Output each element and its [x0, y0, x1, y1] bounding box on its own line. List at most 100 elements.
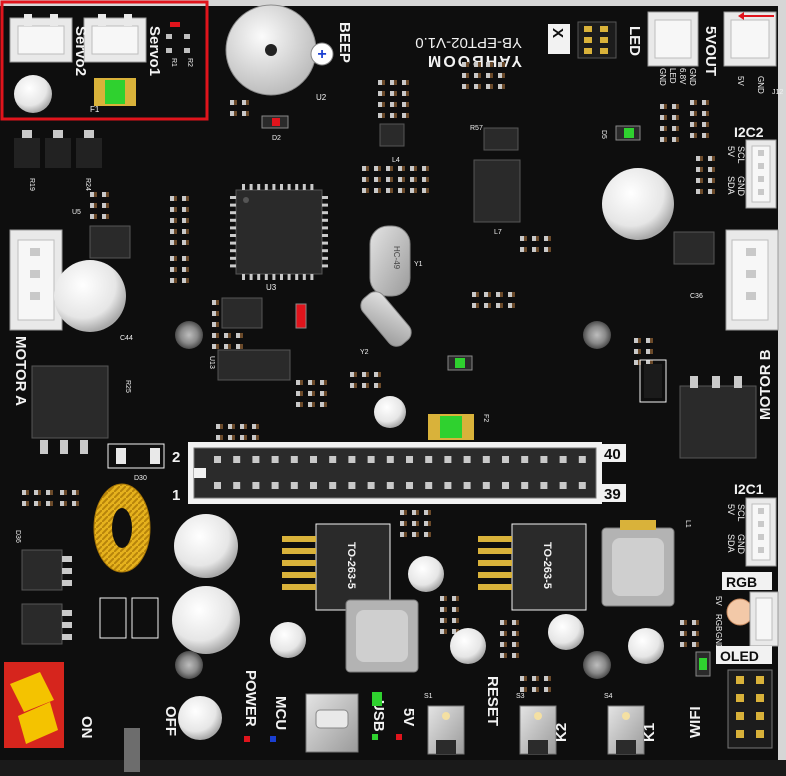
smd-pad: [692, 642, 696, 647]
smd-body: [246, 111, 249, 116]
smd-body: [312, 402, 315, 407]
smd-body: [240, 344, 243, 349]
smd-pad: [702, 111, 706, 116]
smd-pad: [102, 203, 106, 208]
smd-body: [694, 111, 697, 116]
smd-body: [378, 177, 381, 182]
smd-pad: [402, 113, 406, 118]
ic-motor-driver-a: [89, 225, 131, 259]
smd-body: [706, 133, 709, 138]
motor-b-connector[interactable]: [725, 229, 779, 331]
mcu-pin: [322, 196, 328, 199]
board-model: YB-EPT02-V1.0: [415, 34, 522, 51]
smd-body: [232, 435, 235, 440]
led-label: LED: [626, 26, 643, 56]
smd-body: [216, 311, 219, 316]
motor-a-connector[interactable]: [9, 229, 63, 331]
smd-pad: [362, 372, 366, 377]
switch-actuator[interactable]: [124, 728, 140, 772]
inductor-l3: [345, 599, 419, 673]
smd-pad: [182, 196, 186, 201]
off-label: OFF: [162, 706, 179, 736]
mcu-pin: [249, 274, 253, 280]
smd-pad: [440, 629, 444, 634]
smd-body: [536, 687, 539, 692]
gpio-header-pins: [214, 456, 586, 489]
smd-body: [106, 214, 109, 219]
smd-pad: [374, 372, 378, 377]
servo2-label: Servo2: [72, 26, 89, 76]
rgb-led: [726, 598, 754, 626]
smd-pad: [544, 236, 548, 241]
smd-pad: [22, 501, 26, 506]
smd-pad: [170, 207, 174, 212]
to263-left-label: TO-263-5: [345, 542, 357, 589]
gpio-pin: [310, 456, 317, 463]
gpio-pin: [310, 482, 317, 489]
smd-pad: [60, 501, 64, 506]
smd-body: [414, 177, 417, 182]
ref-d5: D5: [600, 130, 607, 139]
rgb-connector[interactable]: [749, 591, 779, 647]
fivevout-connector[interactable]: [723, 11, 777, 67]
mcu-pin: [230, 203, 236, 207]
mcu-pin: [230, 256, 236, 260]
smd-pad: [660, 137, 664, 142]
smd-pad: [440, 618, 444, 623]
reset-button[interactable]: [427, 705, 465, 755]
smd-body: [502, 62, 505, 67]
ref-y2: Y2: [360, 349, 369, 356]
smd-pad: [236, 344, 240, 349]
smd-body: [524, 236, 527, 241]
gpio-pin: [406, 456, 413, 463]
smd-pad: [182, 256, 186, 261]
power-switch[interactable]: [4, 662, 64, 748]
smd-pad: [402, 80, 406, 85]
i2c2-pin-scl: SCL: [736, 146, 746, 164]
smd-pad: [498, 73, 502, 78]
mcu-pin: [280, 184, 283, 190]
k2-button[interactable]: [519, 705, 557, 755]
smd-pad: [424, 521, 428, 526]
smd-pad: [240, 435, 244, 440]
smd-pad: [60, 490, 64, 495]
smd-body: [390, 188, 393, 193]
smd-body: [216, 300, 219, 305]
motor-a-label: MOTOR A: [12, 336, 29, 406]
servo1-connector[interactable]: [83, 14, 147, 63]
smd-body: [174, 256, 177, 261]
smd-pad: [72, 501, 76, 506]
smd-pad: [708, 156, 712, 161]
smd-body: [94, 203, 97, 208]
smd-pad: [410, 166, 414, 171]
mcu-pin: [257, 184, 261, 190]
smd-body: [504, 631, 507, 636]
usb-port[interactable]: [305, 693, 359, 753]
servo2-connector[interactable]: [9, 14, 73, 63]
smd-pad: [520, 236, 524, 241]
smd-pad: [362, 383, 366, 388]
gpio-pin: [271, 456, 279, 463]
smd-pad: [90, 214, 94, 219]
smd-body: [700, 189, 703, 194]
smd-pad: [252, 435, 256, 440]
jumper-header[interactable]: [577, 21, 617, 59]
mcu-pin: [257, 274, 261, 280]
led-connector[interactable]: [647, 11, 699, 67]
i2c1-label: I2C1: [734, 481, 764, 497]
mcu-pin: [295, 184, 299, 190]
i2c1-connector[interactable]: [745, 497, 777, 567]
smd-pad: [424, 510, 428, 515]
smd-body: [406, 102, 409, 107]
smd-body: [512, 292, 515, 297]
mcu-pin: [322, 226, 328, 230]
smd-body: [500, 303, 503, 308]
smd-pad: [660, 115, 664, 120]
smd-pad: [508, 292, 512, 297]
oled-header[interactable]: [727, 669, 773, 749]
beep-label: BEEP: [336, 22, 353, 63]
gpio-header-40pin[interactable]: [188, 442, 602, 504]
k1-button[interactable]: [607, 705, 645, 755]
i2c2-connector[interactable]: [745, 139, 777, 209]
smd-pad: [520, 247, 524, 252]
